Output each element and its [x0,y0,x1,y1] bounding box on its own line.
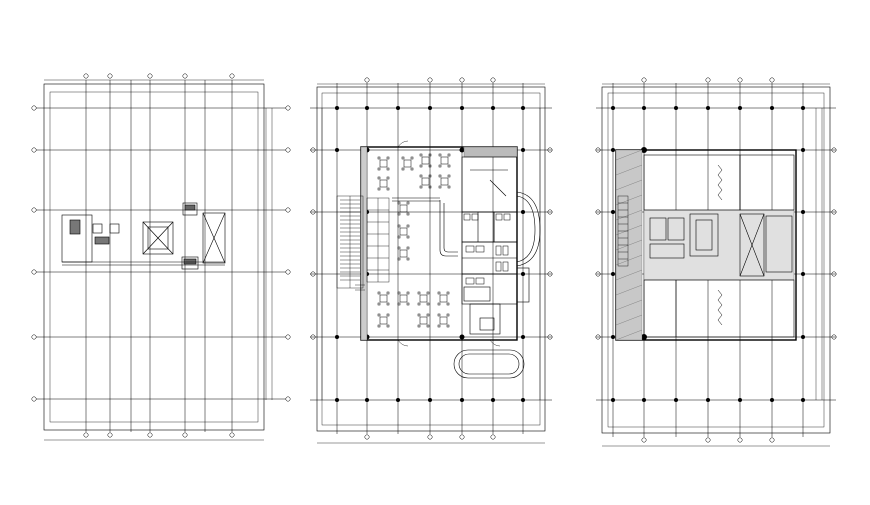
plan-middle-stair-inner [366,197,390,283]
plan-right [595,77,837,447]
plan-left-roof-core [61,202,226,270]
plan-left [31,73,291,441]
plan-right-wall-hatch [615,149,795,341]
plan-right-zigzag-partitions [717,164,723,326]
plan-right-grid-bubbles [595,77,837,443]
plan-middle-doors [355,140,501,347]
plan-middle-grid-bubbles [310,77,553,440]
plan-left-dimensions [44,79,273,441]
plan-left-frame [43,83,265,431]
plan-middle-dimensions [317,83,545,444]
plan-right-stair [617,195,629,267]
plan-middle-bar-counter [392,197,458,257]
plan-middle-terrace [516,191,541,303]
plan-middle-pool [453,349,525,379]
plan-right-rooms [643,154,795,338]
plan-middle-frame [316,86,546,432]
plan-right-column-dots [611,106,805,402]
plan-left-inner-frame [49,91,259,423]
plan-middle-stair-left [336,195,364,289]
plan-middle-fixtures [463,213,511,285]
plan-right-dimensions [602,83,830,447]
plan-left-grid-horizontal [36,107,286,400]
plan-middle-inner-frame [321,92,541,426]
plan-middle-dining-tables [377,153,451,328]
plan-left-grid-vertical [85,80,233,432]
plan-right-frame [601,86,831,434]
plan-right-inner-frame [607,92,825,428]
plan-middle-service-rooms [461,156,518,335]
plan-left-grid-bubbles [31,73,291,438]
plan-middle [310,77,553,444]
